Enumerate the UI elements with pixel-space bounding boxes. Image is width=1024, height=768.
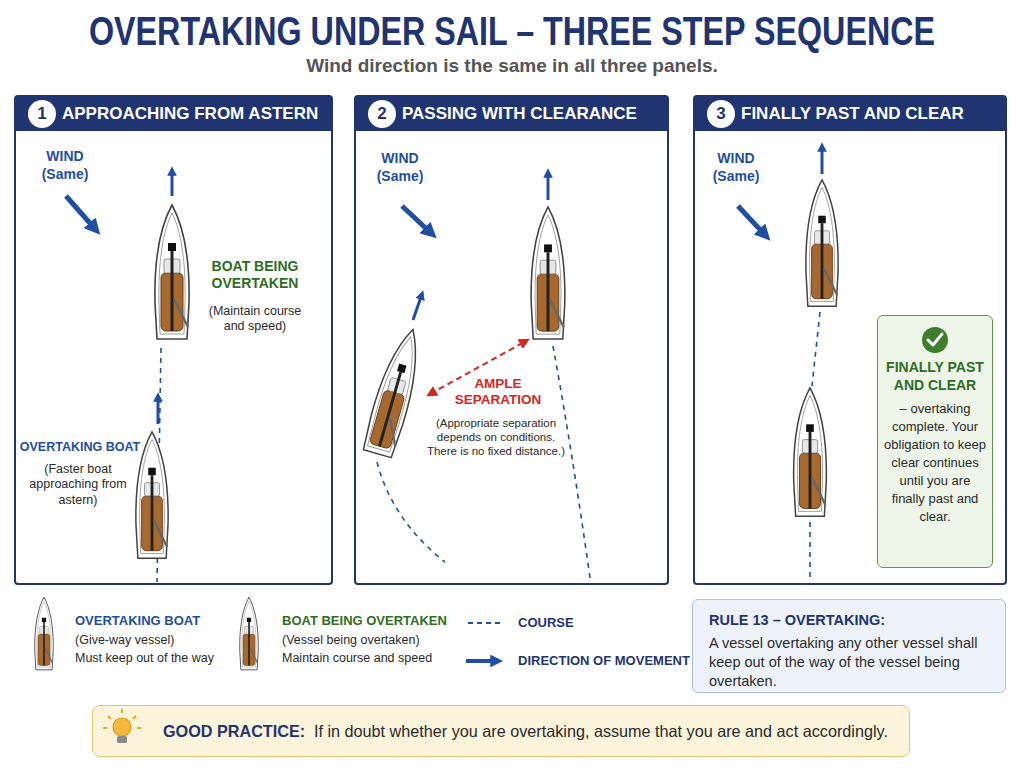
movement-arrow [171,170,174,196]
legend-text: COURSE [518,615,574,631]
tip-body: If in doubt whether you are overtaking, … [314,722,888,741]
tip-row: GOOD PRACTICE: If in doubt whether you ar… [163,706,897,756]
label: (Faster boat approaching from astern) [22,462,134,508]
legend-text: BOAT BEING OVERTAKEN [282,613,447,629]
boat-being-overtaken [806,180,838,306]
label: WIND [365,150,435,167]
label: AMPLE SEPARATION [448,376,548,409]
step-badge: 2 [368,100,396,128]
course-line [377,462,445,562]
bulb-ray [137,727,141,729]
check-mark [928,334,942,345]
movement-arrow [821,146,824,174]
legend-course-sample [468,622,504,624]
rule-body: A vessel overtaking any other vessel sha… [709,634,989,691]
label: (Appropriate separation depends on condi… [425,416,567,458]
panel-heading: PASSING WITH CLEARANCE [402,97,637,131]
step-badge: 3 [707,100,735,128]
bulb-ray [133,716,136,719]
bulb-glass [113,718,131,736]
label: WIND [30,148,100,165]
step-number: 3 [707,100,735,128]
wind-arrow [738,206,766,236]
check-circle [922,327,948,353]
label: (Vessel being overtaken) [282,633,452,648]
legend-text: DIRECTION OF MOVEMENT [518,653,690,669]
header-band: APPROACHING FROM ASTERN [16,97,331,131]
bulb-ray [103,727,107,729]
label: BOAT BEING OVERTAKEN [203,258,307,292]
movement-arrow [547,172,550,200]
subtitle: Wind direction is the same in all three … [0,54,1024,77]
course-line [809,522,811,580]
label: (Same) [365,168,435,185]
label: (Maintain course and speed) [198,304,312,335]
panel-heading: FINALLY PAST AND CLEAR [741,97,964,131]
tip-box: GOOD PRACTICE: If in doubt whether you ar… [92,705,910,757]
movement-arrow [157,396,160,424]
overtaking-boat [794,388,827,516]
legend-boat-icon [240,597,259,670]
overtaking-boat [361,325,428,458]
title: OVERTAKING UNDER SAIL – THREE STEP SEQUE… [89,8,935,54]
label: (Give-way vessel) [75,633,225,648]
label: (Same) [30,166,100,183]
boat-being-overtaken [531,207,565,339]
wind-arrow [66,196,96,230]
header-band: PASSING WITH CLEARANCE [356,97,667,131]
tip-heading: GOOD PRACTICE: [163,722,305,741]
bulb-ray [108,716,111,719]
bulb-base [117,736,127,743]
label: Maintain course and speed [282,651,452,666]
label: WIND [701,150,771,167]
rule-box: RULE 13 – OVERTAKING: A vessel overtaking… [692,599,1006,693]
overtaking-boat [136,432,168,558]
wind-arrow [402,206,432,234]
label: OVERTAKING BOAT [14,440,146,455]
rule-heading: RULE 13 – OVERTAKING: [709,611,989,630]
bulb-ray [121,709,123,713]
legend-arrow-sample [466,659,498,663]
legend-boat-icon [35,597,54,670]
step-number: 2 [368,100,396,128]
note-body: – overtaking complete. Your obligation t… [883,400,987,526]
step-badge: 1 [28,100,56,128]
note-heading: FINALLY PAST AND CLEAR [883,358,987,394]
header-band: FINALLY PAST AND CLEAR [695,97,1005,131]
note-box: FINALLY PAST AND CLEAR – overtaking compl… [877,315,993,568]
step-number: 1 [28,100,56,128]
course-line [553,346,590,578]
lightbulb-icon [103,709,141,743]
label: (Same) [701,168,771,185]
label: Must keep out of the way [75,651,230,666]
movement-arrow [413,294,422,320]
panel-heading: APPROACHING FROM ASTERN [62,97,318,131]
legend-text: OVERTAKING BOAT [75,613,200,629]
boat-being-overtaken [155,205,189,339]
course-line [812,312,820,386]
